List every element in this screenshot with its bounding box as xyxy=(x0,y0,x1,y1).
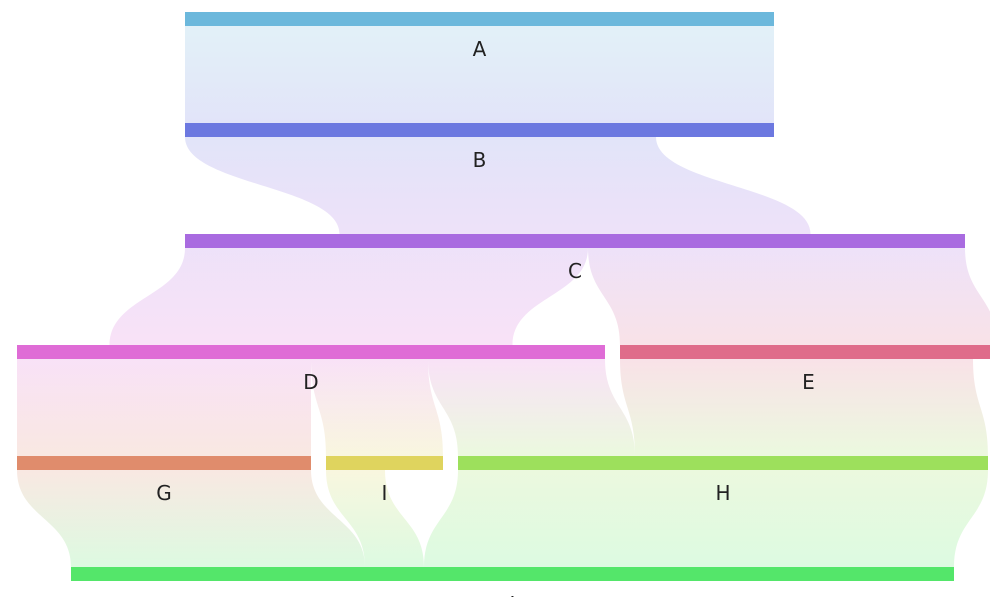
link-G-J[interactable] xyxy=(17,470,365,567)
node-label-B: B xyxy=(473,148,487,172)
node-D[interactable] xyxy=(17,345,605,359)
link-E-H[interactable] xyxy=(620,359,988,456)
node-A[interactable] xyxy=(185,12,774,26)
link-H-J[interactable] xyxy=(424,470,988,567)
link-C-D[interactable] xyxy=(109,248,589,345)
node-label-E: E xyxy=(802,370,815,394)
node-label-G: G xyxy=(156,481,172,505)
node-label-D: D xyxy=(303,370,318,394)
sankey-nodes xyxy=(17,12,990,581)
node-C[interactable] xyxy=(185,234,965,248)
node-label-H: H xyxy=(715,481,730,505)
link-A-B[interactable] xyxy=(185,26,774,123)
link-D-G[interactable] xyxy=(17,359,311,456)
sankey-labels: A B C D E G I H J xyxy=(156,37,815,597)
link-D-H[interactable] xyxy=(428,359,635,456)
node-G[interactable] xyxy=(17,456,311,470)
link-D-I[interactable] xyxy=(311,359,443,456)
node-label-C: C xyxy=(568,259,582,283)
node-J[interactable] xyxy=(71,567,954,581)
node-B[interactable] xyxy=(185,123,774,137)
node-I[interactable] xyxy=(326,456,443,470)
node-label-I: I xyxy=(382,481,388,505)
link-I-J[interactable] xyxy=(326,470,424,567)
sankey-links xyxy=(17,26,990,567)
node-H[interactable] xyxy=(458,456,988,470)
node-label-J: J xyxy=(508,592,516,597)
node-label-A: A xyxy=(473,37,487,61)
node-E[interactable] xyxy=(620,345,990,359)
link-C-E[interactable] xyxy=(588,248,990,345)
link-B-C[interactable] xyxy=(185,137,811,234)
